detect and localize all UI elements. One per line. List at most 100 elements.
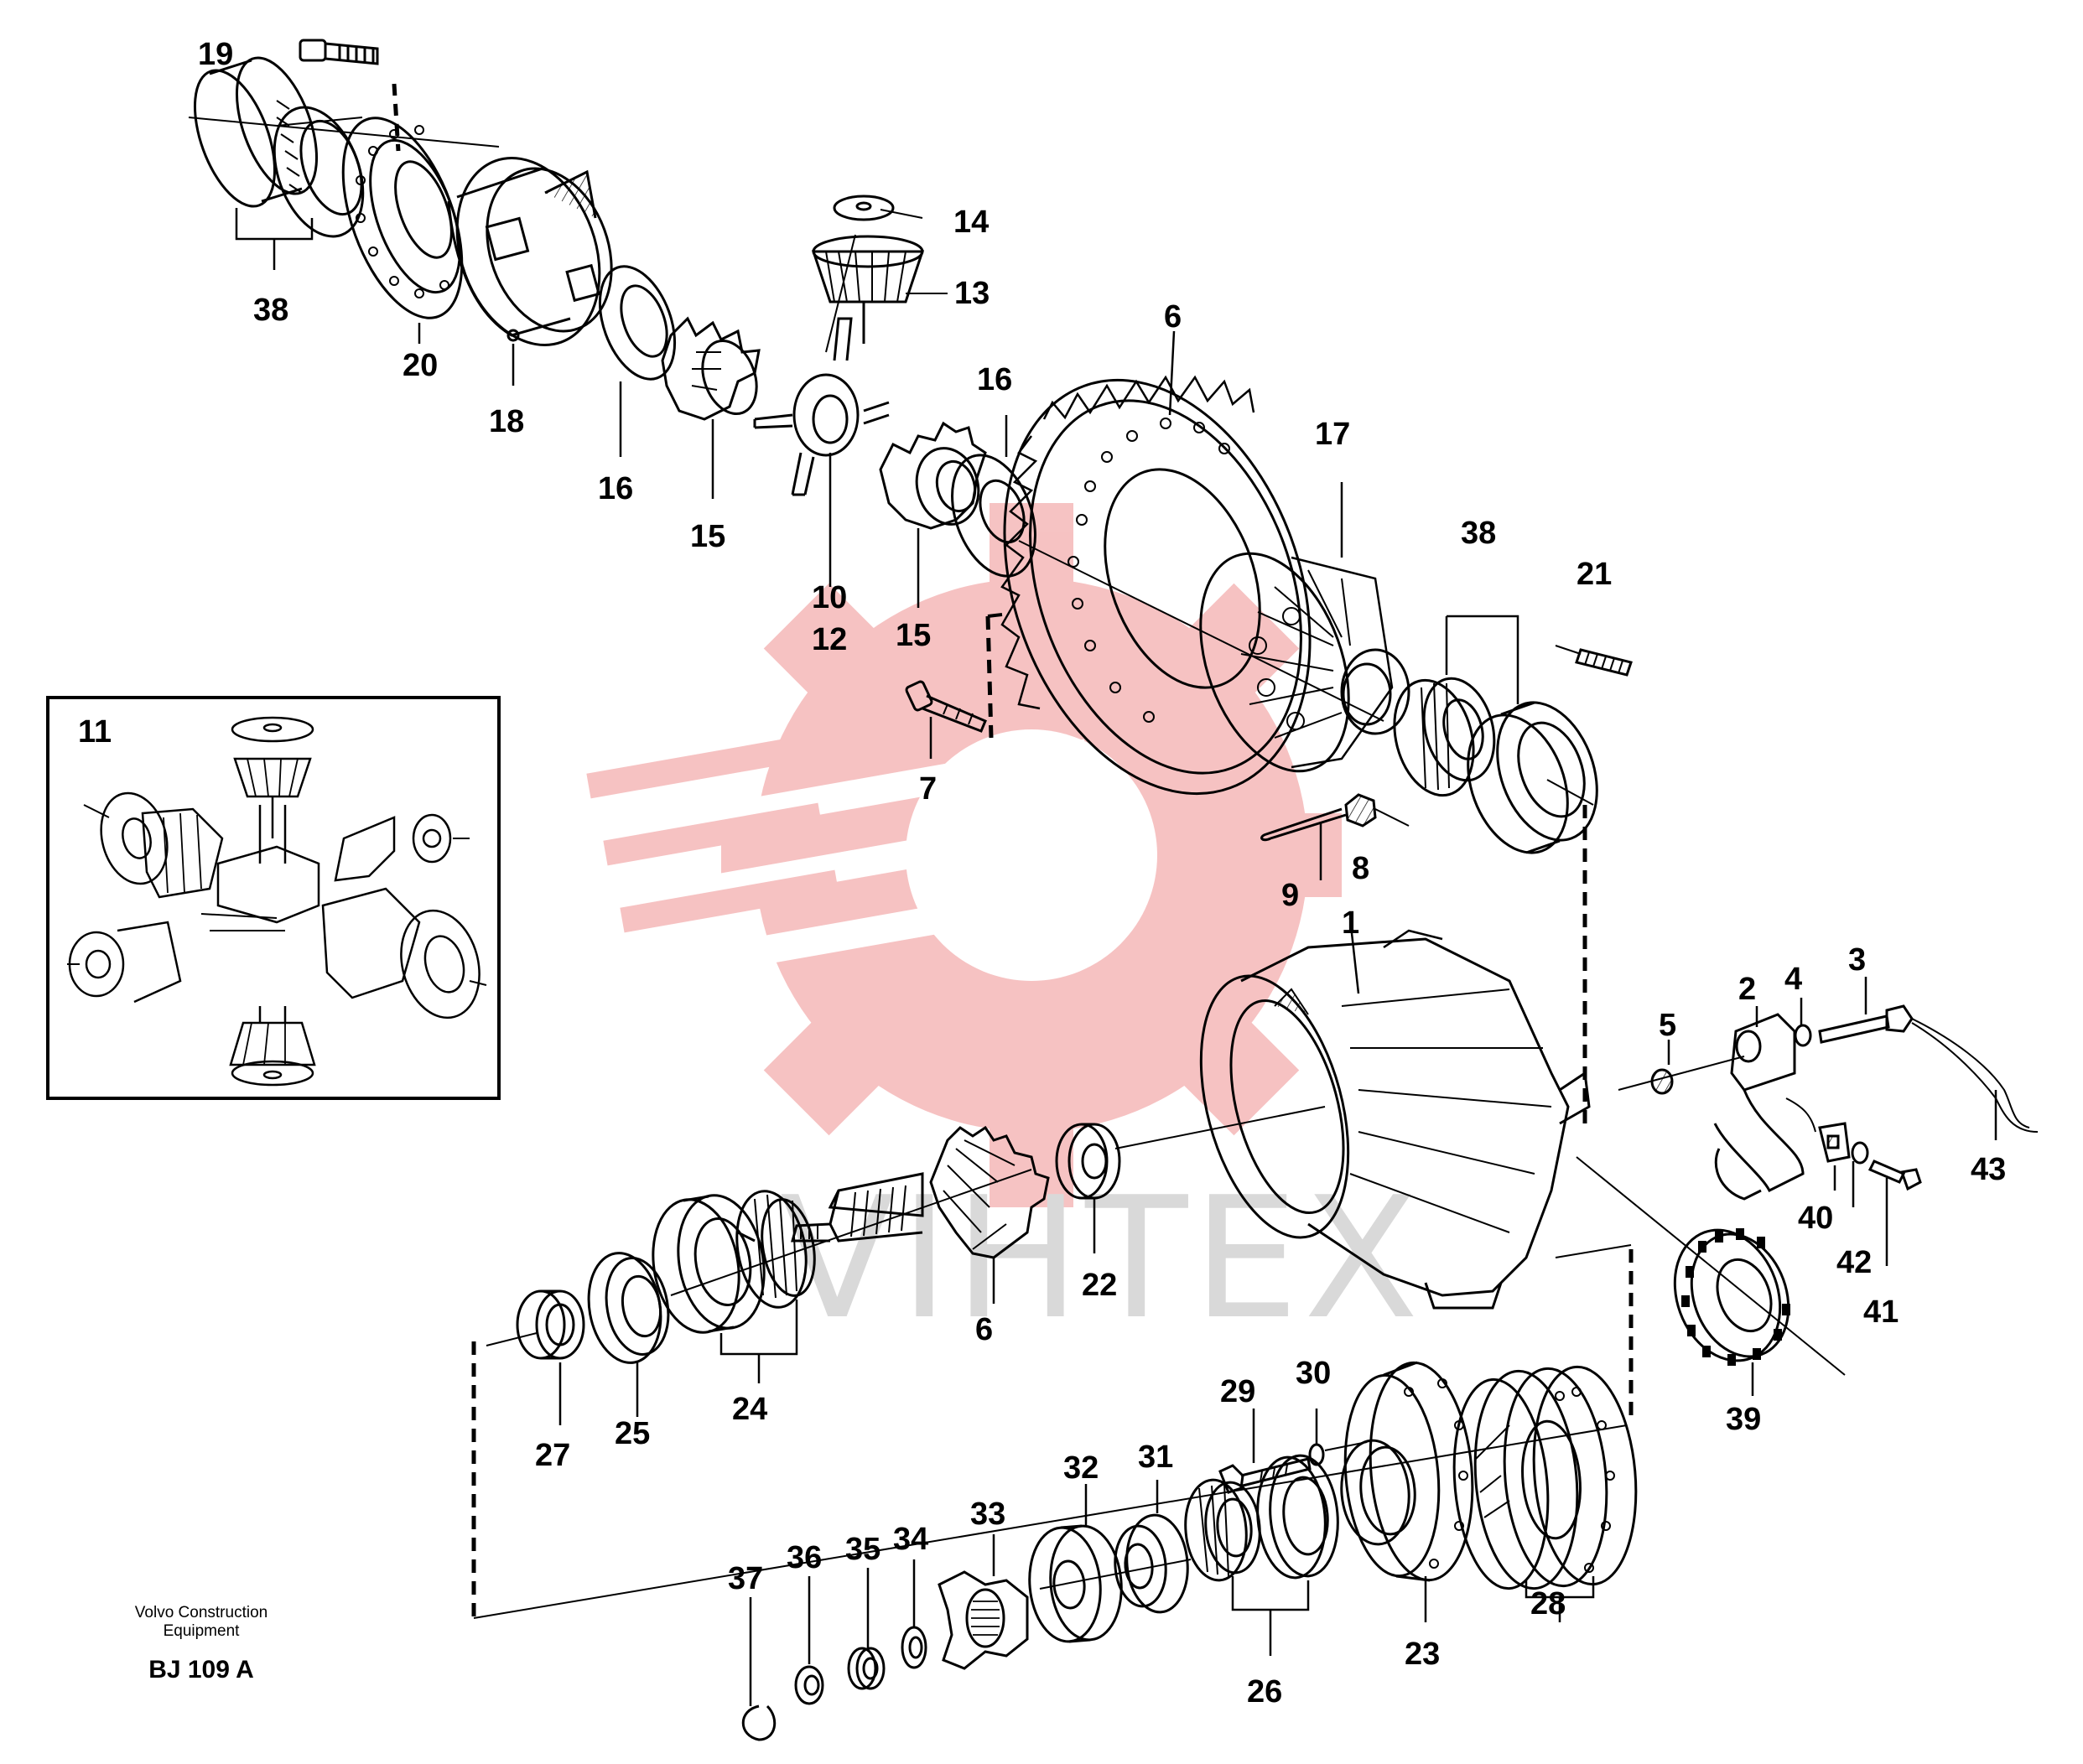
bearing-22-part — [1055, 1123, 1121, 1200]
nut-8-part — [1344, 793, 1377, 828]
washer-42-part — [1851, 1141, 1869, 1165]
callout-21: 21 — [1577, 557, 1612, 592]
callout-15-right: 15 — [896, 618, 931, 653]
washer-16-right-part — [951, 454, 1036, 578]
callout-8: 8 — [1352, 851, 1369, 886]
inset-box — [46, 696, 501, 1100]
callout-37: 37 — [728, 1561, 763, 1596]
callout-6-top: 6 — [1164, 299, 1182, 335]
cotter-9-part — [1260, 807, 1347, 842]
caption-line-1: Volvo Construction — [134, 1604, 268, 1621]
washer-16-left-part — [598, 265, 677, 381]
callout-16-right: 16 — [977, 362, 1012, 397]
gear-15-right-part — [879, 421, 987, 530]
bearing-38-right-part — [1393, 677, 1598, 854]
lockplate-40-part — [1818, 1122, 1851, 1163]
callout-31: 31 — [1138, 1440, 1173, 1475]
bearing-24-part — [652, 1190, 816, 1334]
stud-21-part — [1555, 645, 1633, 677]
callout-30: 30 — [1296, 1356, 1331, 1391]
callout-9: 9 — [1281, 878, 1299, 913]
yoke-33-part — [938, 1570, 1029, 1670]
seal-31-part — [1114, 1513, 1189, 1614]
callout-40: 40 — [1798, 1201, 1833, 1236]
callout-35: 35 — [845, 1532, 880, 1567]
spider-10-part — [753, 317, 890, 587]
clamp-2-part — [1713, 1013, 1816, 1201]
ring-gear-6-part — [1000, 375, 1312, 796]
watermark-gear-logo — [586, 503, 1342, 1207]
callout-25: 25 — [615, 1416, 650, 1451]
inset-spider-assembly — [67, 716, 487, 1087]
ring-37-part — [741, 1704, 777, 1741]
washer-36-part — [794, 1665, 824, 1705]
watermark-text: VIHTEX — [780, 1161, 1424, 1357]
callout-1: 1 — [1342, 905, 1359, 941]
bearing-38-top-part — [193, 56, 365, 238]
seal-25-part — [587, 1252, 670, 1364]
cover-32-part — [1028, 1524, 1123, 1643]
callout-28: 28 — [1530, 1586, 1566, 1621]
callout-19: 19 — [198, 37, 233, 72]
callout-36: 36 — [787, 1540, 822, 1575]
bolt-3-part — [1818, 1004, 1914, 1044]
flange-23-part — [1340, 1361, 1474, 1582]
callout-6-bottom: 6 — [975, 1312, 993, 1347]
bolt-7-part — [905, 680, 987, 733]
wire-43-part — [1911, 1018, 2039, 1133]
callout-11: 11 — [78, 714, 112, 750]
callout-38-top: 38 — [253, 293, 288, 328]
callout-15-left: 15 — [690, 519, 725, 554]
callout-43: 43 — [1971, 1152, 2006, 1187]
housing-18-part — [447, 157, 613, 346]
callout-41: 41 — [1863, 1294, 1899, 1330]
flange-20-part — [341, 117, 464, 319]
callout-12: 12 — [812, 622, 847, 657]
spacer-27-part — [516, 1289, 585, 1360]
gear-13-part — [811, 195, 925, 344]
callout-39: 39 — [1726, 1402, 1761, 1437]
washer-34-part — [901, 1626, 927, 1669]
washer-30-part — [1308, 1443, 1325, 1466]
callout-42: 42 — [1836, 1245, 1872, 1280]
callout-22: 22 — [1082, 1268, 1117, 1303]
callout-16-left: 16 — [598, 471, 633, 506]
callout-3: 3 — [1848, 942, 1866, 978]
washer-4-part — [1794, 1024, 1812, 1047]
callout-24: 24 — [732, 1392, 767, 1427]
nut-39-part — [1673, 1228, 1790, 1366]
callout-14: 14 — [953, 205, 989, 240]
callout-7: 7 — [919, 771, 937, 807]
callout-33: 33 — [970, 1497, 1005, 1532]
callout-20: 20 — [403, 348, 438, 383]
callout-17: 17 — [1315, 417, 1350, 452]
bearing-26-part — [1184, 1454, 1339, 1582]
callout-32: 32 — [1063, 1450, 1099, 1486]
callout-38-right: 38 — [1461, 516, 1496, 551]
callout-4: 4 — [1784, 962, 1802, 997]
caption-drawing-code: BJ 109 A — [148, 1656, 254, 1684]
callout-34: 34 — [893, 1522, 928, 1557]
bolt-41-part — [1867, 1160, 1922, 1191]
callout-27: 27 — [535, 1438, 570, 1473]
callout-26: 26 — [1247, 1674, 1282, 1710]
housing-1-part — [1199, 929, 1591, 1310]
callout-13: 13 — [954, 276, 990, 311]
callout-labels: 19 38 20 18 16 15 14 13 10 12 15 16 6 17… — [78, 37, 2006, 1710]
shims-28-part — [1452, 1365, 1638, 1590]
callout-29: 29 — [1220, 1374, 1255, 1409]
line-art — [46, 39, 2039, 1741]
gear-15-left-part — [661, 316, 761, 421]
caption-company: Volvo Construction Equipment — [92, 1604, 310, 1641]
nut-35-part — [847, 1647, 886, 1690]
callout-18: 18 — [489, 404, 524, 439]
bolt-19-part — [299, 39, 379, 65]
callout-2: 2 — [1738, 972, 1756, 1007]
caption-line-2: Equipment — [163, 1622, 240, 1640]
callout-10: 10 — [812, 580, 847, 615]
bushing-5-part — [1650, 1068, 1674, 1095]
callout-5: 5 — [1659, 1008, 1676, 1043]
carrier-17-part — [1199, 552, 1410, 773]
